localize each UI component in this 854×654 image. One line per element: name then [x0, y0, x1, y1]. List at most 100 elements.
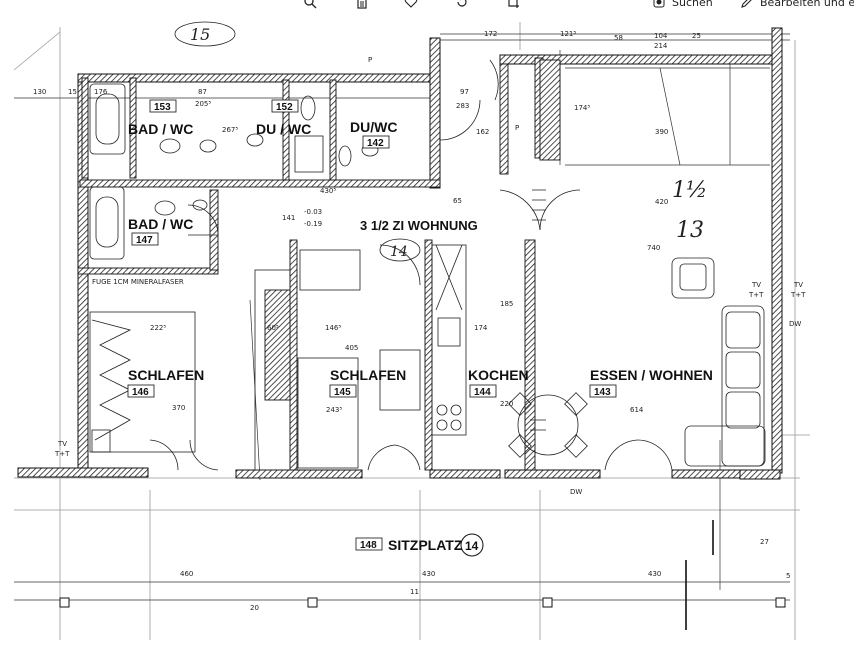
- room-number: 152: [276, 102, 293, 113]
- apartment-number: 14: [390, 244, 408, 260]
- dim-label: 20: [250, 604, 259, 612]
- dimension-labels: 130 15 176 87 205⁵ 97 172 121⁵ 58 104 21…: [33, 30, 790, 612]
- room-number-box: [589, 384, 617, 398]
- dim-label: 11: [410, 588, 419, 596]
- room-number-box: [329, 384, 357, 398]
- neighbour-unit-number: 15: [190, 25, 210, 44]
- dim-label: 146⁵: [325, 324, 341, 332]
- rotate-icon: [457, 0, 467, 7]
- room-du-wc-152: DU / WC 152: [256, 99, 311, 137]
- room-kochen-144: KOCHEN 144: [468, 367, 529, 398]
- room-name: DU/WC: [350, 119, 397, 135]
- dim-label: 420: [655, 198, 668, 206]
- dw-label-2: DW: [789, 320, 801, 328]
- dim-label: 97: [460, 88, 469, 96]
- dim-label: 185: [500, 300, 513, 308]
- room-bad-wc-153: BAD / WC 153: [128, 99, 193, 137]
- construction-lines: [13, 22, 810, 640]
- edit-label: Bearbeiten und e: [760, 0, 854, 9]
- neighbour-unit-circle: [174, 21, 236, 47]
- dim-label: 614: [630, 406, 644, 414]
- room-number: 145: [334, 387, 351, 398]
- sitzplatz-circle-number: 14: [465, 539, 479, 553]
- room-number: 146: [132, 387, 149, 398]
- dim-label: 174: [474, 324, 488, 332]
- room-number-box: [149, 99, 177, 113]
- handwritten-note-rooms: 1½: [672, 178, 707, 203]
- trash-icon: [357, 0, 367, 9]
- sitzplatz-number: 148: [360, 540, 377, 551]
- handwritten-note-size: 13: [676, 218, 704, 243]
- living-furniture: [508, 257, 766, 467]
- dim-label: 283: [456, 102, 469, 110]
- dim-label: 430: [422, 570, 435, 578]
- room-number: 142: [367, 138, 384, 149]
- dim-label: 121⁵: [560, 30, 576, 38]
- dim-label: 740: [647, 244, 660, 252]
- bedroom-furniture: [89, 249, 421, 471]
- room-number-box: [131, 232, 159, 246]
- dim-label: 176: [94, 88, 108, 96]
- level-note-1: -0.03: [304, 208, 322, 216]
- tv-left: TV: [57, 440, 67, 448]
- dim-label: 243⁵: [326, 406, 342, 414]
- dim-label: 174⁵: [574, 104, 590, 112]
- tv-right-a: TV: [751, 281, 761, 289]
- favorite-button[interactable]: [404, 0, 418, 10]
- dim-label: 214: [654, 42, 668, 50]
- visual-search-icon: [653, 0, 665, 8]
- dim-label: 87: [198, 88, 207, 96]
- section-marker: [685, 520, 714, 630]
- inner-walls: [77, 57, 561, 471]
- tt-left: T+T: [54, 450, 70, 458]
- crop-icon: [508, 0, 519, 8]
- dim-label: 205⁵: [195, 100, 211, 108]
- room-number: 153: [154, 102, 171, 113]
- room-name: SCHLAFEN: [128, 367, 204, 383]
- heart-icon: [404, 0, 418, 8]
- zoom-button[interactable]: [303, 0, 317, 10]
- dim-label: 60⁵: [267, 324, 279, 332]
- rotate-button[interactable]: [455, 0, 469, 10]
- dim-label: 65: [453, 197, 462, 205]
- delete-button[interactable]: [355, 0, 369, 10]
- sitzplatz-label-group: 148 SITZPLATZ 14: [355, 533, 484, 557]
- room-essen-wohnen-143: ESSEN / WOHNEN 143: [589, 367, 713, 398]
- room-number-box: [271, 99, 299, 113]
- room-number: 147: [136, 235, 153, 246]
- room-name: BAD / WC: [128, 216, 193, 232]
- room-schlafen-146: SCHLAFEN 146: [127, 367, 204, 398]
- room-du-wc-142: DU/WC 142: [350, 119, 397, 149]
- dim-label: 162: [476, 128, 489, 136]
- level-note-2: -0.19: [304, 220, 322, 228]
- room-name: DU / WC: [256, 121, 311, 137]
- magnifier-icon: [304, 0, 317, 9]
- doors: [149, 59, 673, 471]
- kitchen-counter: [431, 244, 467, 436]
- room-name: BAD / WC: [128, 121, 193, 137]
- edit-button[interactable]: Bearbeiten und e: [740, 0, 854, 10]
- level-ref: 141: [282, 214, 295, 222]
- sitzplatz-label: SITZPLATZ: [388, 537, 463, 553]
- dim-label: 370: [172, 404, 185, 412]
- search-button[interactable]: Suchen: [652, 0, 713, 10]
- dim-label: 172: [484, 30, 497, 38]
- crop-button[interactable]: [506, 0, 520, 10]
- living-room-markings: [530, 189, 546, 431]
- dim-label: 130: [33, 88, 46, 96]
- dim-label: 104: [654, 32, 668, 40]
- dim-label: 460: [180, 570, 193, 578]
- tt-right-a: T+T: [748, 291, 764, 299]
- edit-icon: [741, 0, 752, 8]
- dw-label-1: DW: [570, 488, 582, 496]
- room-name: SCHLAFEN: [330, 367, 406, 383]
- fuge-note: FUGE 1CM MINERALFASER: [92, 278, 184, 286]
- image-viewer-toolbar: Suchen Bearbeiten und e: [0, 0, 854, 12]
- dim-label: 222⁵: [150, 324, 166, 332]
- apartment-title: 3 1/2 ZI WOHNUNG: [360, 218, 478, 233]
- room-number-box: [362, 135, 390, 149]
- apartment-number-circle: [379, 238, 421, 262]
- column-markers: [59, 597, 786, 608]
- room-schlafen-145: SCHLAFEN 145: [329, 367, 406, 398]
